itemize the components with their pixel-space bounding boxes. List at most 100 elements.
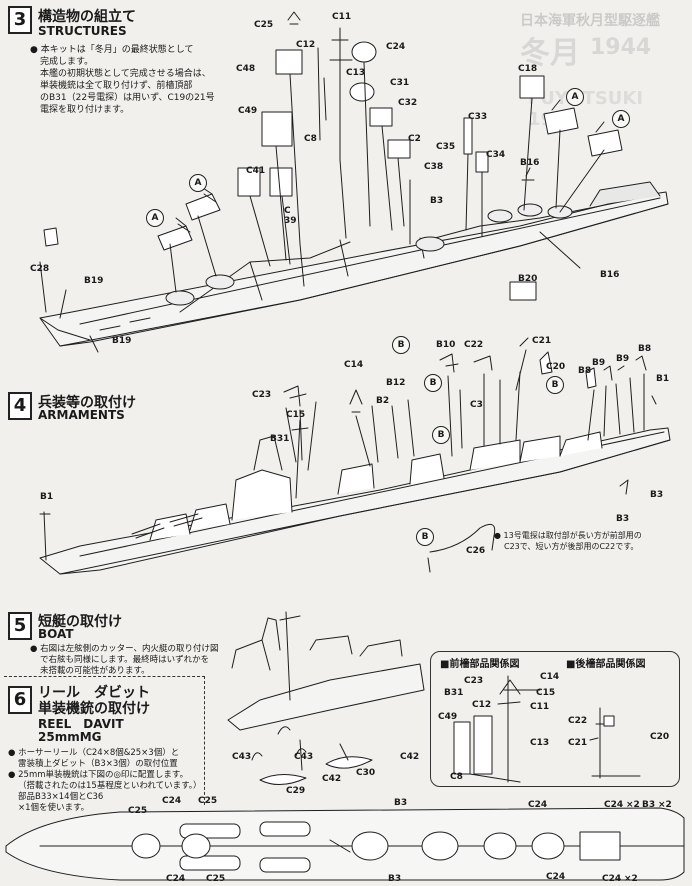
label-c32: C32	[398, 98, 418, 108]
label-b8-2: B8	[578, 366, 592, 376]
callout-a-2: A	[146, 209, 164, 227]
label-b3-1: B3	[430, 196, 444, 206]
step6-number: 6	[8, 686, 32, 714]
front-mast-title: ■前檣部品関係図	[440, 659, 520, 670]
ghost-header-title: 日本海軍秋月型駆逐艦	[520, 13, 660, 29]
callout-b-4: B	[546, 376, 564, 394]
label-c24: C24	[386, 42, 406, 52]
label-b9-1: B9	[592, 358, 606, 368]
step3-number: 3	[8, 6, 32, 34]
inset-label-c14: C14	[540, 672, 560, 682]
callout-a-3: A	[566, 88, 584, 106]
label-c28: C28	[30, 264, 50, 274]
plan-view-hull	[5, 807, 685, 881]
plan-label-c25-1: C25	[198, 796, 218, 806]
step4-title-jp: 兵装等の取付け	[38, 395, 136, 411]
label-c48: C48	[236, 64, 256, 74]
callout-a-4: A	[612, 110, 630, 128]
label-b2: B2	[376, 396, 390, 406]
label-c39: C 39	[284, 206, 297, 226]
plan-label-c24-x2: C24	[604, 800, 624, 810]
plan-label-c24-4: C24	[546, 872, 566, 882]
label-c8: C8	[304, 134, 317, 144]
label-b19-1: B19	[84, 276, 104, 286]
step5-title-en: BOAT	[38, 627, 74, 641]
plan-label-c25-2: C25	[128, 806, 148, 816]
callout-a-1: A	[189, 174, 207, 192]
step4-hull	[39, 379, 671, 575]
callout-b-2: B	[424, 374, 442, 392]
step4-title-en: ARMAMENTS	[38, 408, 125, 422]
label-c3: C3	[470, 400, 483, 410]
label-b10: B10	[436, 340, 456, 350]
label-c25: C25	[254, 20, 274, 30]
plan-label-c25-3: C25	[206, 874, 226, 884]
inset-label-c12: C12	[472, 700, 492, 710]
label-c43: C43	[232, 752, 252, 762]
step6-title-en1: REEL DAVIT	[38, 717, 124, 731]
ghost-ship-name: 冬月	[520, 36, 580, 71]
label-c26: C26	[466, 546, 486, 556]
label-c20-1: C20	[546, 362, 566, 372]
label-b12: B12	[386, 378, 406, 388]
inset-label-b31: B31	[444, 688, 464, 698]
inset-label-c20: C20	[650, 732, 670, 742]
inset-label-c11: C11	[530, 702, 550, 712]
inset-label-c49: C49	[438, 712, 458, 722]
plan-label-c24-x2-b: C24	[602, 874, 622, 884]
label-c49: C49	[238, 106, 258, 116]
callout-b-3: B	[432, 426, 450, 444]
label-c29: C29	[286, 786, 306, 796]
step4-notes: ● 13号電探は取付部が長い方が前部用の C23で、短い方が後部用のC22です。	[494, 531, 642, 551]
label-c43-2: C43	[294, 752, 314, 762]
label-b1-1: B1	[656, 374, 670, 384]
callout-b-5: B	[416, 528, 434, 546]
label-c30: C30	[356, 768, 376, 778]
label-c42-2: C42	[400, 752, 420, 762]
label-b1-2: B1	[40, 492, 54, 502]
step3-title-en: STRUCTURES	[38, 24, 127, 38]
mast-diagram-drawings	[453, 675, 641, 783]
inset-label-c21: C21	[568, 738, 588, 748]
label-c2: C2	[408, 134, 421, 144]
inset-label-c8: C8	[450, 772, 463, 782]
label-b31-1: B31	[270, 434, 290, 444]
step3-title-jp: 構造物の組立て	[38, 9, 136, 25]
step6-frame	[4, 676, 205, 805]
rear-mast-title: ■後檣部品関係図	[566, 659, 646, 670]
step3-parts	[39, 11, 623, 353]
plan-label-b3-1: B3	[394, 798, 408, 808]
label-b19-2: B19	[112, 336, 132, 346]
label-c34: C34	[486, 150, 506, 160]
label-c12: C12	[296, 40, 316, 50]
label-c42-1: C42	[322, 774, 342, 784]
inset-label-c23: C23	[464, 676, 484, 686]
label-c21-1: C21	[532, 336, 552, 346]
label-c35: C35	[436, 142, 456, 152]
callout-b-1: B	[392, 336, 410, 354]
plan-label-c24-3: C24	[166, 874, 186, 884]
plan-label-c24-1: C24	[162, 796, 182, 806]
step5-number: 5	[8, 612, 32, 640]
label-c18: C18	[518, 64, 538, 74]
step3-notes: ● 本キットは「冬月」の最終状態として 完成します。 本艦の初期状態として完成さ…	[30, 45, 215, 115]
step3-hull	[39, 181, 669, 347]
step5-notes: ● 右図は左舷側のカッター、内火艇の取り付け図 で右舷も同様にします。最終時はい…	[30, 644, 219, 676]
label-c22-1: C22	[464, 340, 484, 350]
step5-title-jp: 短艇の取付け	[38, 614, 122, 630]
label-c38: C38	[424, 162, 444, 172]
ghost-year: 1944	[590, 35, 652, 60]
step6-title-en2: 25mmMG	[38, 730, 102, 744]
inset-label-c13: C13	[530, 738, 550, 748]
label-c15-1: C15	[286, 410, 306, 420]
plan-label-times2-a: ×2	[626, 800, 640, 810]
plan-label-b3-2: B3	[388, 874, 402, 884]
step4-number: 4	[8, 392, 32, 420]
inset-label-c15: C15	[536, 688, 556, 698]
plan-label-times2-c: ×2	[624, 874, 638, 884]
mast-diagram-box	[430, 651, 680, 787]
label-b3-2: B3	[650, 490, 664, 500]
label-b9-2: B9	[616, 354, 630, 364]
plan-label-b3-x2: B3	[642, 800, 656, 810]
